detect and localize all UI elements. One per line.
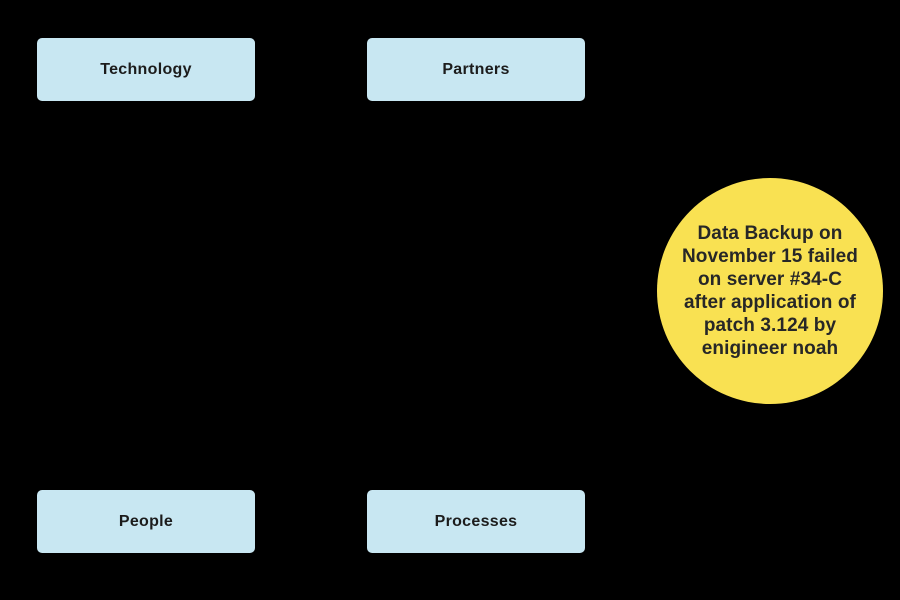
sticky-note-text: Data Backup on November 15 failed on ser… (681, 223, 859, 359)
node-partners[interactable]: Partners (367, 38, 585, 101)
sticky-note-circle[interactable]: Data Backup on November 15 failed on ser… (657, 178, 883, 404)
node-processes-label: Processes (434, 512, 518, 530)
node-people[interactable]: People (37, 490, 255, 553)
node-processes[interactable]: Processes (367, 490, 585, 553)
node-partners-label: Partners (442, 60, 510, 78)
node-technology[interactable]: Technology (37, 38, 255, 101)
node-people-label: People (118, 512, 174, 530)
node-technology-label: Technology (100, 60, 192, 78)
